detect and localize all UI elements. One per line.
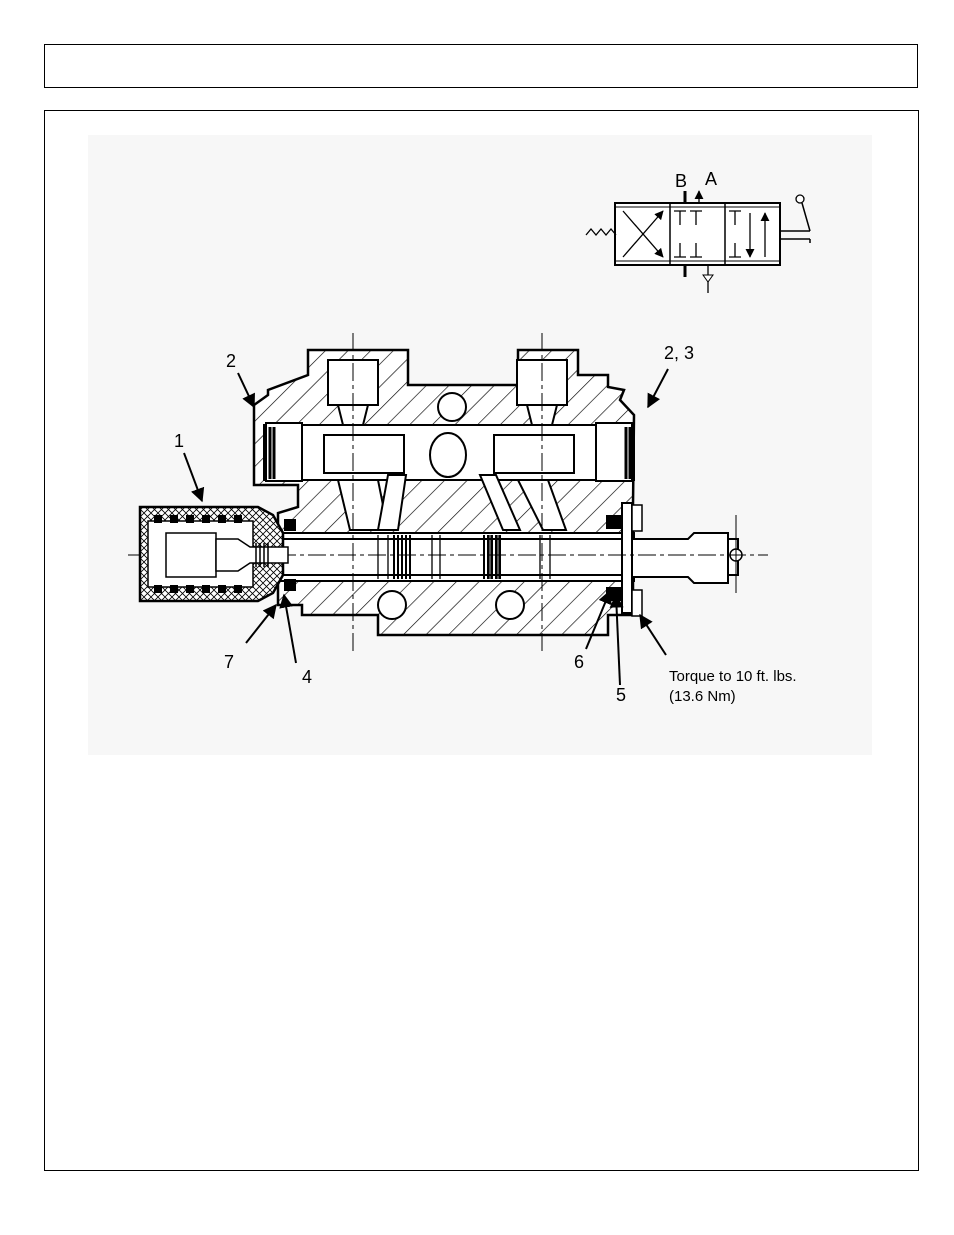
port-a-label: A: [705, 169, 717, 189]
valve-cross-section-diagram: B A: [88, 135, 872, 755]
callout-4: 4: [302, 667, 312, 687]
callout-2: 2: [226, 351, 236, 371]
page-header-box: [44, 44, 918, 88]
callout-7: 7: [224, 652, 234, 672]
callout-6: 6: [574, 652, 584, 672]
callout-2-3: 2, 3: [664, 343, 694, 363]
callout-5: 5: [616, 685, 626, 705]
torque-note-line2: (13.6 Nm): [669, 688, 736, 705]
port-b-label: B: [675, 171, 687, 191]
spring-cap-assembly: [140, 507, 296, 601]
callout-1: 1: [174, 431, 184, 451]
torque-note-line1: Torque to 10 ft. lbs.: [669, 668, 797, 685]
